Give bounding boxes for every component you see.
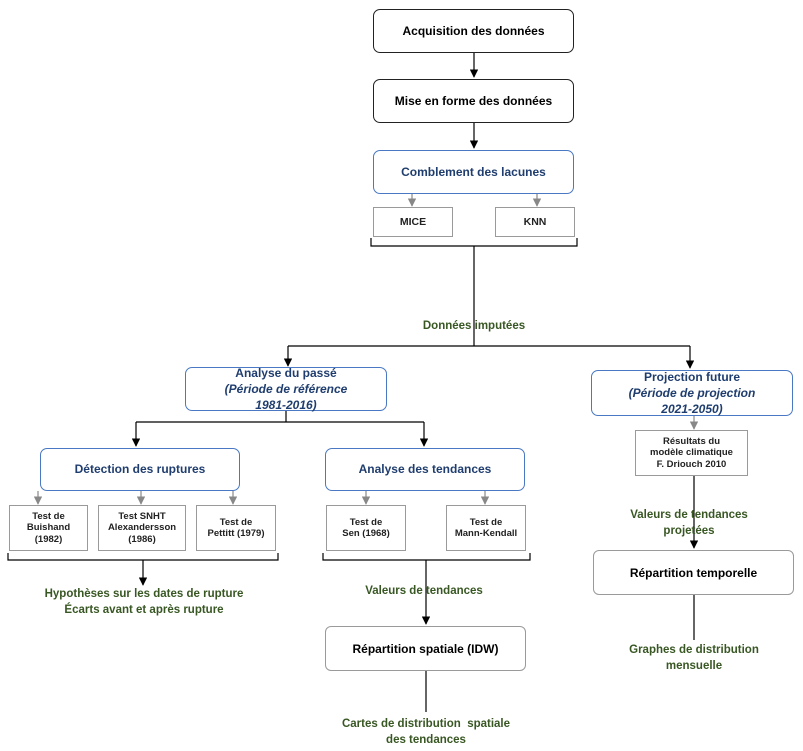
label-donnees-imputees: Données imputées bbox=[374, 318, 574, 334]
node-analyse-passe-subtitle2: 1981-2016) bbox=[255, 398, 317, 413]
node-test-buishand-line3: (1982) bbox=[34, 533, 63, 545]
node-mice: MICE bbox=[373, 207, 453, 237]
node-acquisition: Acquisition des données bbox=[373, 9, 574, 53]
bracket-trend-tests bbox=[322, 553, 531, 561]
node-detection-ruptures: Détection des ruptures bbox=[40, 448, 240, 491]
node-projection-future-subtitle1: (Période de projection bbox=[628, 385, 756, 400]
node-test-snht-line3: (1986) bbox=[128, 533, 156, 545]
node-comblement-label: Comblement des lacunes bbox=[401, 164, 546, 179]
label-hypotheses: Hypothèses sur les dates de rupture Écar… bbox=[14, 586, 274, 618]
node-knn-label: KNN bbox=[523, 215, 547, 228]
label-valeurs-tendances-text: Valeurs de tendances bbox=[365, 585, 483, 597]
node-analyse-tendances: Analyse des tendances bbox=[325, 448, 525, 491]
node-test-snht-line2: Alexandersson bbox=[107, 522, 177, 534]
label-cartes-line1: Cartes de distribution spatiale bbox=[341, 718, 511, 730]
label-cartes: Cartes de distribution spatiale des tend… bbox=[316, 716, 536, 748]
bracket-rupture-tests bbox=[7, 553, 279, 561]
node-resultats-modele: Résultats du modèle climatique F. Driouc… bbox=[635, 430, 748, 476]
node-projection-future: Projection future (Période de projection… bbox=[591, 370, 793, 416]
node-test-pettitt-line2: Pettitt (1979) bbox=[207, 528, 265, 539]
node-test-buishand-line1: Test de bbox=[32, 510, 65, 522]
node-repartition-spatiale-label: Répartition spatiale (IDW) bbox=[352, 641, 499, 656]
node-analyse-passe-title: Analyse du passé bbox=[235, 365, 337, 380]
node-comblement: Comblement des lacunes bbox=[373, 150, 574, 194]
node-analyse-passe: Analyse du passé (Période de référence 1… bbox=[185, 365, 387, 413]
node-test-pettitt-line1: Test de bbox=[219, 516, 253, 528]
node-mise-en-forme-label: Mise en forme des données bbox=[394, 94, 553, 108]
label-graphes-line2: mensuelle bbox=[665, 660, 723, 673]
node-test-sen-line1: Test de bbox=[349, 516, 383, 528]
node-test-sen-line2: Sen (1968) bbox=[342, 528, 390, 539]
node-mise-en-forme: Mise en forme des données bbox=[373, 79, 574, 123]
label-valeurs-tendances: Valeurs de tendances bbox=[324, 583, 524, 599]
label-cartes-line2: des tendances bbox=[386, 734, 466, 747]
node-resultats-modele-line1: Résultats du bbox=[662, 435, 720, 447]
label-donnees-imputees-text: Données imputées bbox=[422, 320, 526, 332]
label-valeurs-projetees-line2: projetées bbox=[663, 525, 715, 538]
label-hypotheses-line1: Hypothèses sur les dates de rupture bbox=[44, 588, 244, 600]
label-graphes-line1: Graphes de distribution bbox=[629, 644, 759, 656]
node-test-pettitt: Test de Pettitt (1979) bbox=[196, 505, 276, 551]
node-test-mann-kendall-line2: Mann-Kendall bbox=[454, 528, 518, 539]
node-test-mann-kendall-line1: Test de bbox=[469, 516, 503, 528]
node-test-snht-line1: Test SNHT bbox=[118, 510, 166, 522]
node-analyse-passe-subtitle1: (Période de référence bbox=[224, 381, 348, 396]
bracket-imputation bbox=[370, 238, 578, 247]
node-test-buishand: Test de Buishand (1982) bbox=[9, 505, 88, 551]
node-acquisition-label: Acquisition des données bbox=[402, 24, 545, 38]
node-mice-label: MICE bbox=[399, 215, 427, 228]
label-hypotheses-line2: Écarts avant et après rupture bbox=[64, 604, 224, 617]
node-repartition-temporelle: Répartition temporelle bbox=[593, 550, 794, 595]
node-test-buishand-line2: Buishand bbox=[26, 522, 71, 534]
node-projection-future-subtitle2: 2021-2050) bbox=[661, 402, 723, 417]
node-repartition-temporelle-label: Répartition temporelle bbox=[629, 565, 758, 580]
node-detection-ruptures-label: Détection des ruptures bbox=[74, 462, 206, 477]
node-projection-future-title: Projection future bbox=[643, 369, 740, 384]
node-resultats-modele-line3: F. Driouch 2010 bbox=[656, 458, 727, 470]
label-graphes: Graphes de distribution mensuelle bbox=[604, 642, 784, 674]
label-valeurs-projetees: Valeurs de tendances projetées bbox=[604, 507, 774, 539]
node-analyse-tendances-label: Analyse des tendances bbox=[358, 462, 492, 477]
label-valeurs-projetees-line1: Valeurs de tendances bbox=[630, 509, 748, 521]
node-repartition-spatiale: Répartition spatiale (IDW) bbox=[325, 626, 526, 671]
node-test-sen: Test de Sen (1968) bbox=[326, 505, 406, 551]
node-knn: KNN bbox=[495, 207, 575, 237]
node-resultats-modele-line2: modèle climatique bbox=[650, 447, 733, 459]
node-test-mann-kendall: Test de Mann-Kendall bbox=[446, 505, 526, 551]
node-test-snht: Test SNHT Alexandersson (1986) bbox=[98, 505, 186, 551]
